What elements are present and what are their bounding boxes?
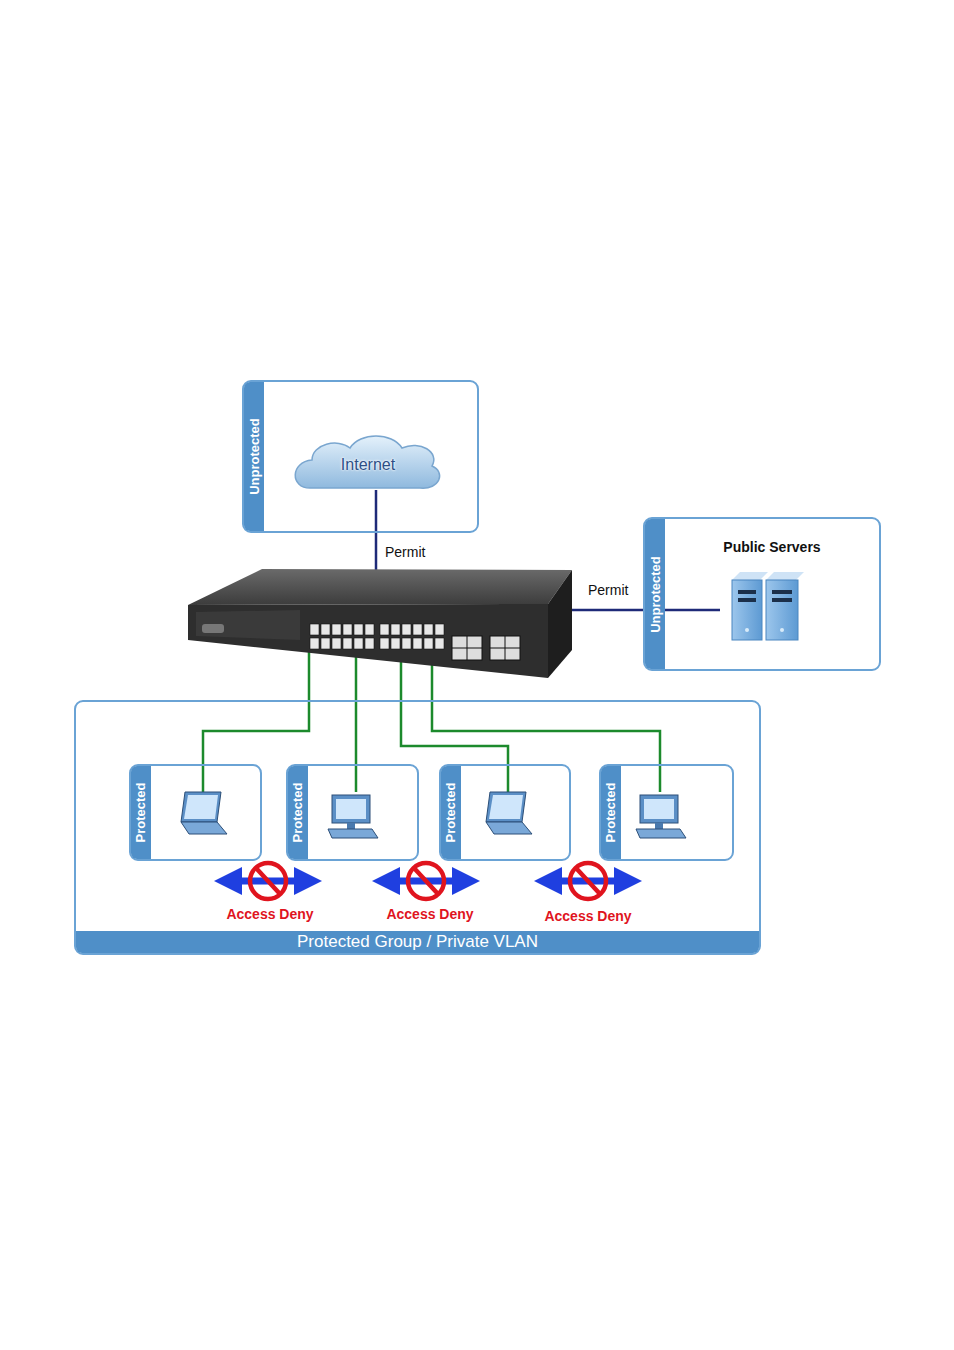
switch-port xyxy=(354,624,363,635)
zone-band: Unprotected xyxy=(244,382,264,531)
laptop-icon xyxy=(181,792,227,834)
access-deny-symbol xyxy=(386,863,466,899)
access-deny-symbol xyxy=(228,863,308,899)
access-deny-symbol xyxy=(548,863,628,899)
deny-label: Access Deny xyxy=(226,906,313,922)
switch-port xyxy=(332,638,341,649)
zone-band: Protected xyxy=(601,766,621,859)
box-heading: Public Servers xyxy=(665,539,879,555)
zone-box: Internet Unprotected xyxy=(242,380,479,533)
switch-port xyxy=(380,638,389,649)
switch-port xyxy=(321,638,330,649)
zone-label: Protected xyxy=(604,783,619,843)
group-band: Protected Group / Private VLAN xyxy=(76,931,759,953)
zone-box: Protected xyxy=(599,764,734,861)
zone-box: Protected xyxy=(439,764,571,861)
permit-label: Permit xyxy=(385,544,425,560)
switch-port xyxy=(435,638,444,649)
access-wire xyxy=(203,652,660,792)
switch-port xyxy=(413,638,422,649)
switch-port xyxy=(391,624,400,635)
server-icon xyxy=(732,572,804,640)
zone-box: Protected xyxy=(286,764,419,861)
switch-port xyxy=(380,624,389,635)
laptop-icon xyxy=(486,792,532,834)
deny-label: Access Deny xyxy=(544,908,631,924)
switch-port xyxy=(402,624,411,635)
switch-port xyxy=(310,624,319,635)
switch-port xyxy=(424,638,433,649)
zone-label: Protected xyxy=(444,783,459,843)
zone-label: Protected xyxy=(134,783,149,843)
switch-port xyxy=(413,624,422,635)
network-switch xyxy=(188,569,572,678)
switch-port xyxy=(332,624,341,635)
cloud-label: Internet xyxy=(298,440,438,490)
zone-label: Protected xyxy=(291,783,306,843)
deny-label: Access Deny xyxy=(386,906,473,922)
switch-port xyxy=(435,624,444,635)
permit-label: Permit xyxy=(588,582,628,598)
switch-port xyxy=(402,638,411,649)
group-label: Protected Group / Private VLAN xyxy=(297,932,538,952)
switch-port xyxy=(321,624,330,635)
switch-port xyxy=(424,624,433,635)
desktop-icon xyxy=(328,795,378,838)
zone-label: Unprotected xyxy=(247,418,262,495)
zone-band: Unprotected xyxy=(645,519,665,669)
switch-port xyxy=(391,638,400,649)
zone-box: Protected xyxy=(129,764,262,861)
zone-band: Protected xyxy=(441,766,461,859)
cloud-node: Internet xyxy=(298,440,438,490)
switch-port xyxy=(354,638,363,649)
switch-port xyxy=(365,638,374,649)
switch-port xyxy=(343,624,352,635)
zone-band: Protected xyxy=(288,766,308,859)
zone-band: Protected xyxy=(131,766,151,859)
switch-port xyxy=(365,624,374,635)
desktop-icon xyxy=(636,795,686,838)
zone-label: Unprotected xyxy=(648,556,663,633)
switch-port xyxy=(310,638,319,649)
switch-port xyxy=(343,638,352,649)
zone-box: UnprotectedPublic Servers xyxy=(643,517,881,671)
